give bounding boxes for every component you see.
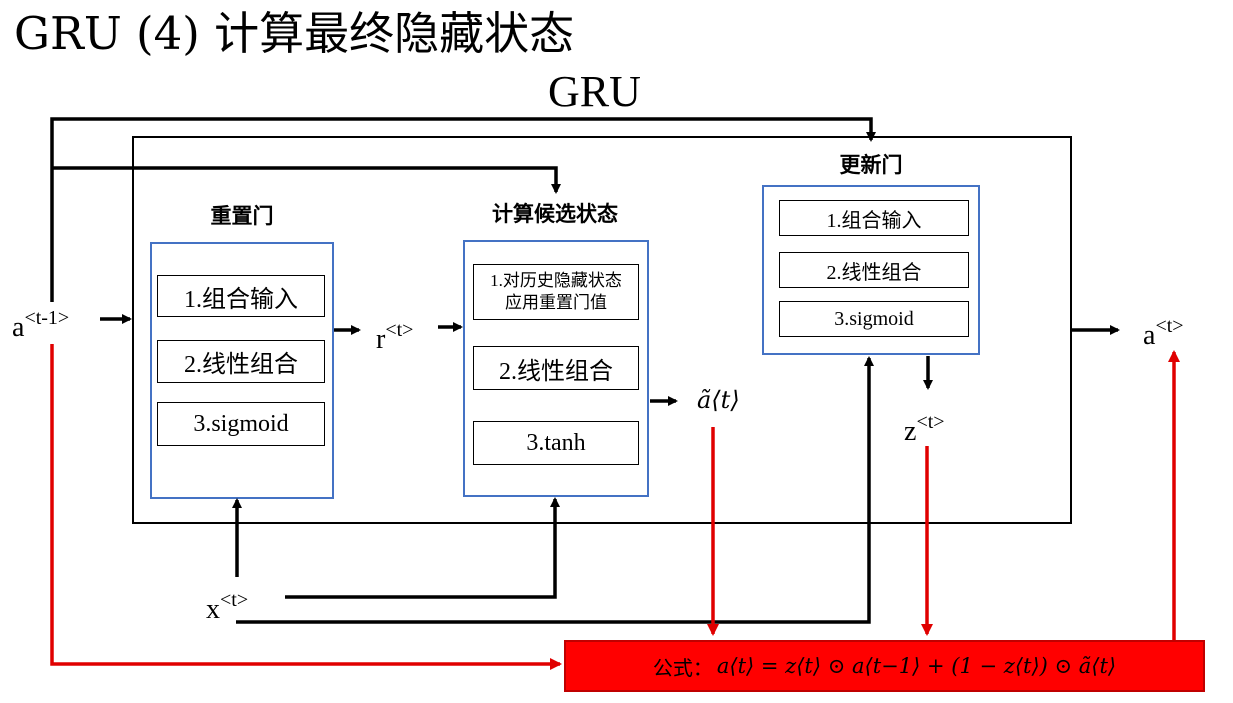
update-gate-title: 更新门 (839, 153, 903, 177)
gru-module-label: GRU (548, 67, 641, 116)
a-prev-to-candidate-line (52, 166, 561, 194)
a-out-label: a<t> (1143, 310, 1184, 352)
reset-gate-box: 1.组合输入 2.线性组合 3.sigmoid (150, 242, 334, 499)
z-sup: <t> (916, 411, 945, 433)
z-label: z<t> (904, 406, 945, 448)
formula-label: 公式： (652, 655, 713, 680)
candidate-step-apply-reset: 1.对历史隐藏状态应用重置门值 (473, 264, 639, 320)
x-sup: <t> (220, 589, 249, 611)
formula-expression: a⟨t⟩ = z⟨t⟩ ⊙ a⟨t−1⟩ + (1 − z⟨t⟩) ⊙ ã⟨t⟩ (716, 654, 1117, 678)
candidate-title: 计算候选状态 (492, 202, 618, 226)
slide-title: GRU (4) 计算最终隐藏状态 (14, 7, 575, 60)
a-out-base: a (1143, 320, 1156, 351)
a-prev-base: a (12, 312, 25, 343)
reset-gate-title: 重置门 (210, 204, 274, 228)
candidate-step-apply-reset-label: 1.对历史隐藏状态应用重置门值 (490, 271, 622, 312)
a-out-sup: <t> (1155, 315, 1184, 337)
r-base: r (376, 324, 386, 355)
update-step-combine: 1.组合输入 (779, 200, 969, 236)
x-label: x<t> (206, 584, 248, 626)
formula-box: 公式： a⟨t⟩ = z⟨t⟩ ⊙ a⟨t−1⟩ + (1 − z⟨t⟩) ⊙ … (564, 640, 1205, 692)
candidate-box: 1.对历史隐藏状态应用重置门值 2.线性组合 3.tanh (463, 240, 649, 497)
reset-step-combine: 1.组合输入 (157, 275, 325, 317)
candidate-step-linear: 2.线性组合 (473, 346, 639, 390)
update-step-sigmoid: 3.sigmoid (779, 301, 969, 337)
x-to-candidate-line (285, 497, 560, 599)
x-base: x (206, 594, 220, 625)
a-prev-label: a<t-1> (12, 302, 70, 344)
r-sup: <t> (385, 319, 414, 341)
update-gate-box: 1.组合输入 2.线性组合 3.sigmoid (762, 185, 980, 355)
x-to-update-line (236, 356, 874, 624)
z-base: z (904, 416, 917, 447)
candidate-step-tanh: 3.tanh (473, 421, 639, 465)
a-prev-to-update-line (50, 117, 876, 316)
update-step-linear: 2.线性组合 (779, 252, 969, 288)
r-label: r<t> (376, 314, 413, 356)
reset-step-linear: 2.线性组合 (157, 340, 325, 383)
gru-module-frame (132, 136, 1072, 524)
a-candidate-label: ã⟨t⟩ (697, 386, 740, 414)
reset-step-sigmoid: 3.sigmoid (157, 402, 325, 446)
a-prev-to-formula-line (50, 340, 562, 670)
a-prev-sup: <t-1> (24, 307, 70, 329)
